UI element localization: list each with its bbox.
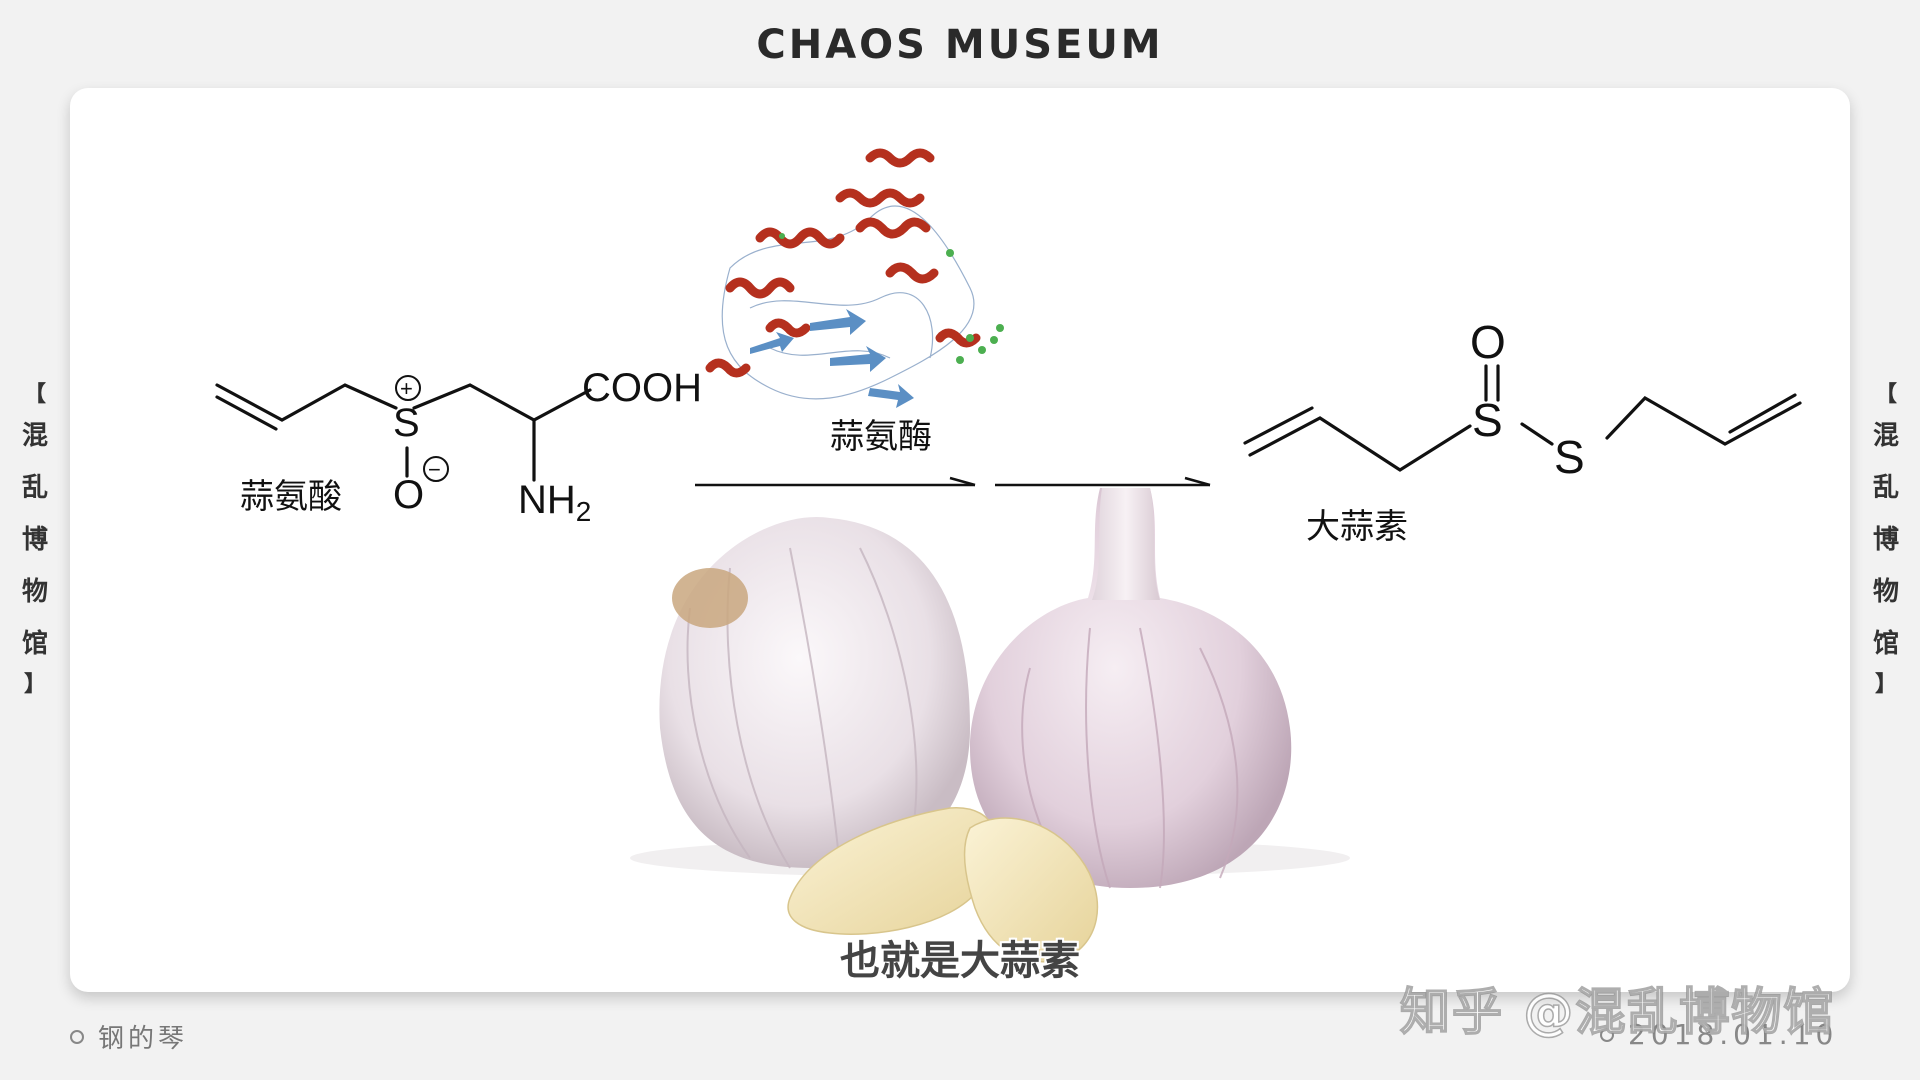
alliin-structure [215,383,592,482]
garlic-image [630,488,1350,963]
side-char: 物 [21,577,48,607]
content-card: COOH S O + − NH2 蒜氨酸 [70,88,1850,992]
side-char: 馆 [21,629,48,659]
subtitle-caption: 也就是大蒜素 [840,938,1080,984]
watermark: 知乎 @混乱博物馆 [1399,982,1836,1042]
bracket-close: 】 [23,672,46,697]
side-char: 物 [1872,577,1899,607]
alliin-minus: − [428,457,441,482]
allicin-sulfur-2: S [1554,431,1585,483]
enzyme-label: 蒜氨酶 [830,417,932,457]
reaction-illustration: COOH S O + − NH2 蒜氨酸 [215,148,1802,963]
bracket-open: 【 [23,382,46,407]
footer-author: 钢的琴 [70,1018,188,1055]
allicin-oxygen: O [1470,316,1506,368]
bracket-open: 【 [1874,382,1897,407]
alliinase-protein-image [705,148,1004,408]
bracket-close: 】 [1874,672,1897,697]
side-label-right: 【 混 乱 博 物 馆 】 [1866,380,1906,700]
side-char: 博 [21,525,48,555]
plus-charge-icon [395,375,421,401]
date-text: 2018.01.10 [1628,1018,1839,1051]
side-char: 乱 [1872,473,1899,503]
circle-icon [1600,1027,1614,1042]
author-name: 钢的琴 [98,1024,189,1054]
alliin-cooh: COOH [582,366,702,410]
alliin-label: 蒜氨酸 [240,477,342,517]
allicin-structure [1243,364,1802,472]
side-char: 乱 [21,473,48,503]
side-char: 馆 [1872,629,1899,659]
alliin-nh: NH2 [518,478,591,527]
footer-date: 2018.01.10 [1600,1018,1838,1051]
side-label-left: 【 混 乱 博 物 馆 】 [15,380,55,700]
alliin-plus: + [400,376,413,401]
page-title: CHAOS MUSEUM [756,22,1164,68]
allicin-sulfur-1: S [1472,394,1503,446]
side-char: 混 [21,421,48,451]
circle-icon [70,1029,84,1044]
reaction-arrow-icon [695,476,1211,487]
side-char: 博 [1872,525,1899,555]
side-char: 混 [1872,421,1899,451]
minus-charge-icon [423,456,449,482]
allicin-label: 大蒜素 [1306,507,1408,547]
alliin-sulfur: S [393,401,420,445]
alliin-oxygen: O [393,473,424,517]
